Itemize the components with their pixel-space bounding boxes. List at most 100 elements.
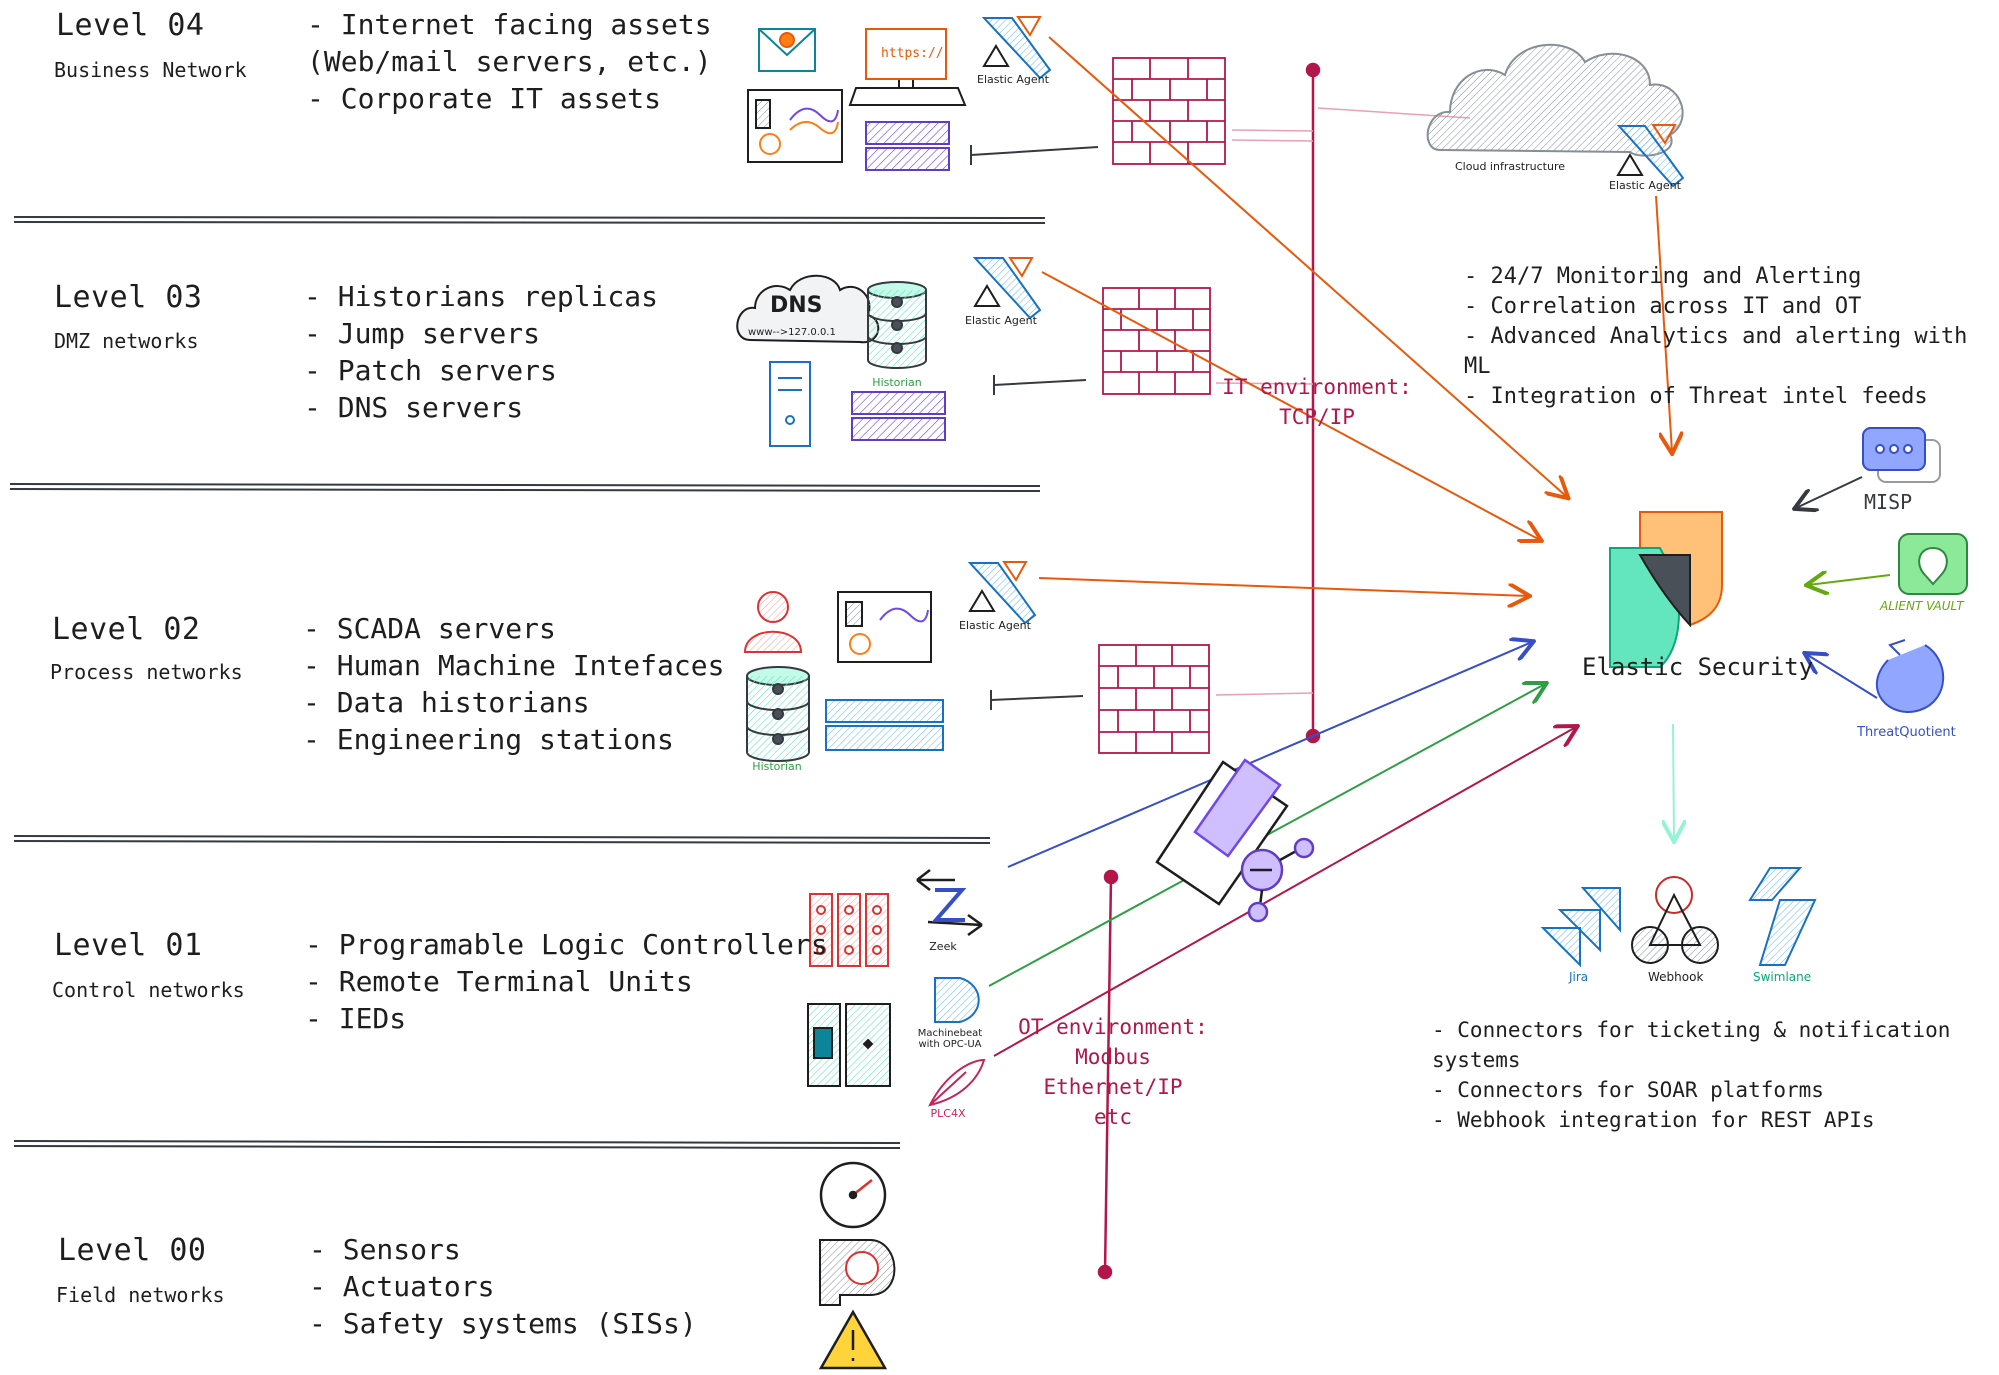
elastic-feature: - Advanced Analytics and alerting with M… — [1464, 324, 1968, 379]
level-04-title: Level 04 — [56, 8, 205, 43]
level-01-item: - Programable Logic Controllers — [305, 928, 828, 961]
elastic-security-logo — [1609, 511, 1723, 668]
output-arrow — [1673, 723, 1674, 840]
machinebeat-icon — [934, 977, 980, 1023]
dns-sub-label: www-->127.0.0.1 — [748, 327, 836, 338]
firewall-level-02 — [1098, 644, 1210, 754]
firewall-asset-links — [970, 145, 1099, 710]
elastic-agent-label-level-04: Elastic Agent — [977, 73, 1049, 86]
elastic-agent-icon-level-04 — [981, 16, 1052, 80]
plc4x-label: PLC4X — [930, 1107, 966, 1120]
level-00-item: - Actuators — [309, 1270, 495, 1303]
level-03-item: - Patch servers — [304, 354, 557, 387]
zeek-arrow — [1007, 642, 1532, 868]
level-00-item: - Sensors — [309, 1233, 461, 1266]
plc-rack-icon — [809, 893, 889, 967]
level-00-title: Level 00 — [58, 1233, 207, 1268]
https-label: https:// — [881, 46, 944, 61]
mail-server-icon — [758, 28, 816, 72]
it-environment-line: IT environment: — [1222, 375, 1412, 399]
separator-04-03 — [13, 216, 1046, 224]
level-04-item: (Web/mail servers, etc.) — [307, 45, 712, 78]
plc4x-arrow — [993, 727, 1576, 1057]
firewall-level-03 — [1102, 287, 1211, 395]
elastic-feature: - 24/7 Monitoring and Alerting — [1464, 264, 1862, 289]
level-01-item: - IEDs — [305, 1002, 407, 1035]
historian-label-level-02: Historian — [752, 760, 802, 773]
jira-icon — [1540, 887, 1621, 968]
ot-environment-line: Ethernet/IP — [1043, 1075, 1183, 1099]
level-00-subtitle: Field networks — [56, 1283, 225, 1307]
cloud-infrastructure-label: Cloud infrastructure — [1455, 160, 1565, 173]
webhook-label: Webhook — [1648, 970, 1704, 984]
ot-environment-label: OT environment: Modbus Ethernet/IP etc — [1008, 1012, 1218, 1132]
firewall-level-04 — [1112, 57, 1226, 165]
level-03-item: - DNS servers — [304, 391, 524, 424]
output-feature: - Connectors for SOAR platforms — [1432, 1078, 1824, 1102]
pump-actuator-icon — [819, 1239, 896, 1306]
web-server-laptop-icon — [848, 28, 967, 106]
elastic-agent-icon-cloud — [1616, 124, 1685, 188]
misp-arrow — [1796, 476, 1863, 508]
elastic-agent-label-level-03: Elastic Agent — [965, 314, 1037, 327]
swimlane-label: Swimlane — [1753, 970, 1812, 984]
threatquotient-icon — [1875, 639, 1945, 713]
threatquotient-label: ThreatQuotient — [1857, 725, 1956, 740]
level-03-item: - Jump servers — [304, 317, 541, 350]
level-01-subtitle: Control networks — [52, 978, 245, 1002]
jump-server-tower-icon — [769, 361, 811, 447]
elastic-agent-label-cloud: Elastic Agent — [1609, 179, 1681, 192]
dashboard-icon — [747, 89, 843, 163]
hmi-dashboard-icon — [837, 591, 932, 663]
level-04-item: - Corporate IT assets — [307, 82, 662, 115]
separator-01-00 — [13, 1140, 901, 1149]
alienvault-arrow — [1808, 575, 1891, 585]
level-01-title: Level 01 — [54, 928, 203, 963]
misp-label: MISP — [1864, 490, 1913, 514]
level-03-subtitle: DMZ networks — [54, 329, 199, 353]
historian-label-level-03: Historian — [872, 376, 922, 389]
gauge-sensor-icon — [819, 1161, 887, 1229]
output-feature: - Webhook integration for REST APIs — [1432, 1108, 1875, 1132]
output-features: - Connectors for ticketing & notificatio… — [1432, 1015, 1999, 1135]
elastic-agent-icon-level-03 — [972, 257, 1042, 320]
alienvault-label: ALIENT VAULT — [1880, 599, 1964, 613]
level-02-item: - SCADA servers — [303, 612, 556, 645]
machinebeat-label: Machinebeat with OPC-UA — [917, 1028, 983, 1050]
level-02-title: Level 02 — [52, 612, 201, 647]
misp-icon — [1862, 427, 1941, 483]
ot-environment-line: Modbus — [1075, 1045, 1151, 1069]
level-02-item: - Human Machine Intefaces — [303, 649, 725, 682]
level-separators — [9, 216, 1046, 1149]
elastic-security-title: Elastic Security — [1582, 653, 1814, 681]
level-03-item: - Historians replicas — [304, 280, 659, 313]
elastic-feature: - Integration of Threat intel feeds — [1464, 384, 1928, 409]
it-environment-label: IT environment: TCP/IP — [1212, 372, 1422, 432]
level-00-item: - Safety systems (SISs) — [309, 1307, 697, 1340]
corporate-server-icon — [865, 121, 950, 171]
level-01-items: - Programable Logic Controllers - Remote… — [305, 926, 828, 1037]
level-02-item: - Engineering stations — [303, 723, 674, 756]
elastic-agent-label-level-02: Elastic Agent — [959, 619, 1031, 632]
level-02-items: - SCADA servers - Human Machine Inteface… — [303, 610, 724, 758]
zeek-label: Zeek — [929, 940, 957, 953]
elastic-agent-icon-level-02 — [967, 561, 1037, 625]
level-03-title: Level 03 — [54, 280, 203, 315]
threatquotient-arrow — [1806, 654, 1878, 699]
historian-icon-level-02 — [746, 666, 810, 762]
elastic-feature: - Correlation across IT and OT — [1464, 294, 1862, 319]
elastic-security-features: - 24/7 Monitoring and Alerting - Correla… — [1464, 262, 1999, 412]
level-02-subtitle: Process networks — [50, 660, 243, 684]
separator-02-01 — [13, 835, 991, 844]
zeek-icon — [916, 869, 983, 937]
it-backbone-top-dot — [1305, 62, 1321, 78]
ot-backbone — [1097, 869, 1119, 1280]
separator-03-02 — [9, 483, 1041, 492]
patch-server-icon — [851, 391, 946, 441]
swimlane-icon — [1748, 867, 1817, 966]
historian-icon-level-03 — [867, 281, 927, 369]
operator-icon — [743, 591, 803, 653]
it-backbone — [1305, 62, 1321, 744]
level-03-items: - Historians replicas - Jump servers - P… — [304, 278, 658, 426]
jira-label: Jira — [1569, 970, 1589, 984]
